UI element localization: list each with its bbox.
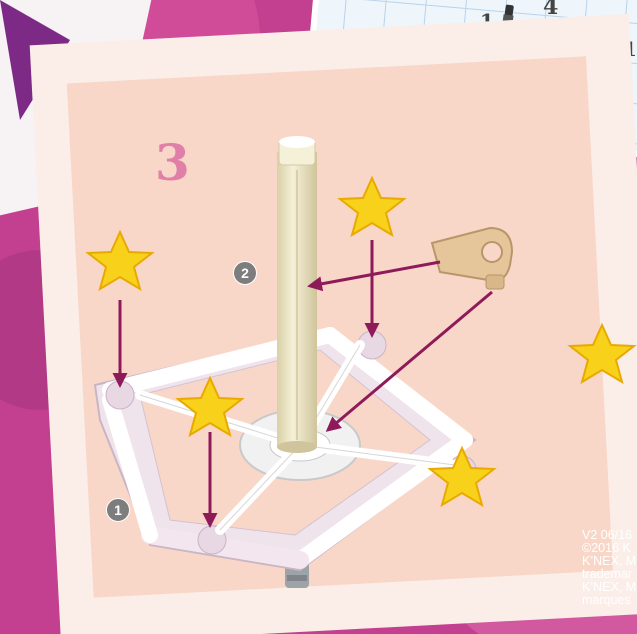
clip-connector (432, 228, 512, 289)
callout-badge-1: 1 (106, 498, 130, 522)
arrow (310, 262, 440, 286)
copyright-notice: V2 06/16 ©2016 K K’NEX, M trademar K’NEX… (582, 529, 637, 607)
star-piece-top-right (340, 178, 404, 235)
star-piece-edge-right (570, 325, 634, 382)
callout-badge-2: 2 (233, 261, 257, 285)
step-number: 3 (155, 133, 190, 192)
star-piece-left (88, 232, 152, 289)
rod-piece (277, 136, 317, 453)
